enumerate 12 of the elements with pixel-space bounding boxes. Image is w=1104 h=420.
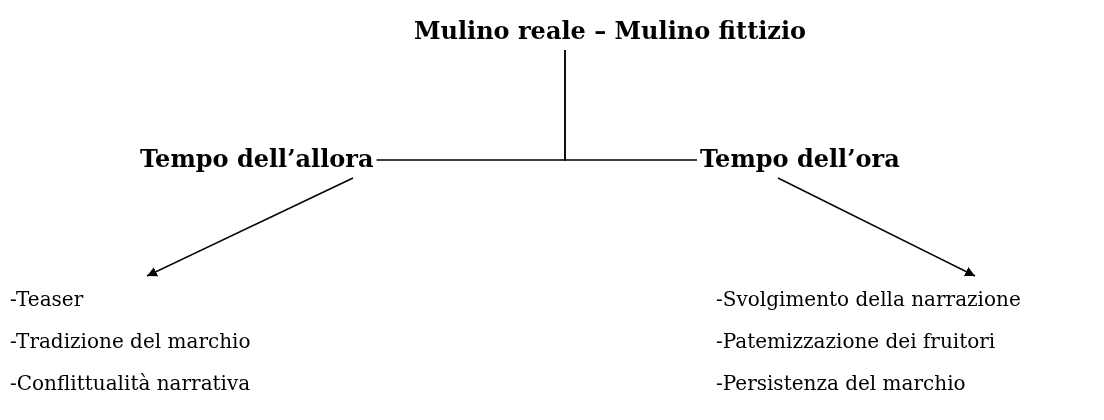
list-item: -Svolgimento della narrazione (716, 287, 1021, 311)
list-item: -Persistenza del marchio (716, 371, 966, 395)
list-item: -Conflittualità narrativa (10, 371, 251, 395)
heading-text: Mulino reale – Mulino fittizio (413, 16, 807, 45)
arrow (146, 177, 354, 277)
connector-line (564, 49, 698, 161)
heading-text: Tempo dell’ora (700, 144, 900, 173)
heading-text: Tempo dell’allora (140, 144, 374, 173)
list-item: -Tradizione del marchio (10, 329, 251, 353)
arrow (777, 177, 976, 277)
list-item: -Patemizzazione dei fruitori (716, 329, 996, 353)
list-item: -Teaser (10, 287, 84, 311)
